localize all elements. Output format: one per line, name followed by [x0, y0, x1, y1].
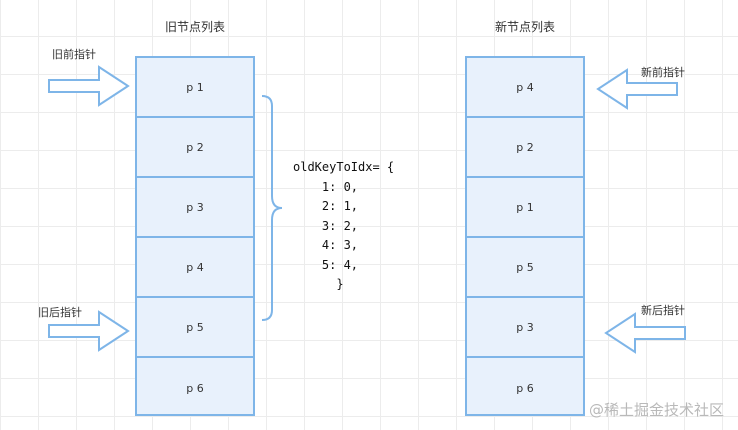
code-line: 1: 0,	[293, 179, 359, 194]
code-line: 3: 2,	[293, 218, 359, 233]
old-node-p1: p 1	[137, 58, 253, 118]
old-node-p5: p 5	[137, 298, 253, 358]
new-start-arrow-icon	[596, 68, 678, 110]
new-node-p5: p 5	[467, 238, 583, 298]
new-node-p3: p 3	[467, 298, 583, 358]
old-node-p3: p 3	[137, 178, 253, 238]
old-node-p2: p 2	[137, 118, 253, 178]
code-line: oldKeyToIdx= {	[293, 160, 395, 174]
old-node-p6: p 6	[186, 381, 204, 395]
curly-brace-icon	[261, 95, 283, 321]
code-line: 2: 1,	[293, 199, 359, 213]
new-node-p2: p 2	[467, 118, 583, 178]
code-line: }	[293, 277, 344, 291]
old-node-list: p 1 p 2 p 3 p 4 p 5 p 6	[135, 56, 255, 416]
old-list-title: 旧节点列表	[164, 20, 225, 34]
new-node-list: p 4 p 2 p 1 p 5 p 3 p 6	[465, 56, 585, 416]
new-node-p6: p 6	[516, 381, 534, 395]
code-line: 4: 3,	[293, 238, 359, 252]
new-end-arrow-icon	[604, 312, 686, 354]
old-start-arrow-icon	[48, 65, 130, 107]
old-key-to-idx-code: oldKeyToIdx= { 1: 0, 2: 1, 3: 2, 4: 3, 5…	[293, 158, 394, 295]
watermark: @稀土掘金技术社区	[588, 401, 724, 419]
new-list-title: 新节点列表	[494, 20, 555, 34]
new-node-p1: p 1	[467, 178, 583, 238]
new-node-p4: p 4	[467, 58, 583, 118]
old-end-pointer-label: 旧后指针	[38, 306, 82, 319]
new-start-pointer-label: 新前指针	[641, 66, 685, 79]
new-end-pointer-label: 新后指针	[641, 304, 685, 317]
code-line: 5: 4,	[293, 257, 359, 272]
old-node-p4: p 4	[137, 238, 253, 298]
old-end-arrow-icon	[48, 310, 130, 352]
old-start-pointer-label: 旧前指针	[52, 48, 96, 61]
